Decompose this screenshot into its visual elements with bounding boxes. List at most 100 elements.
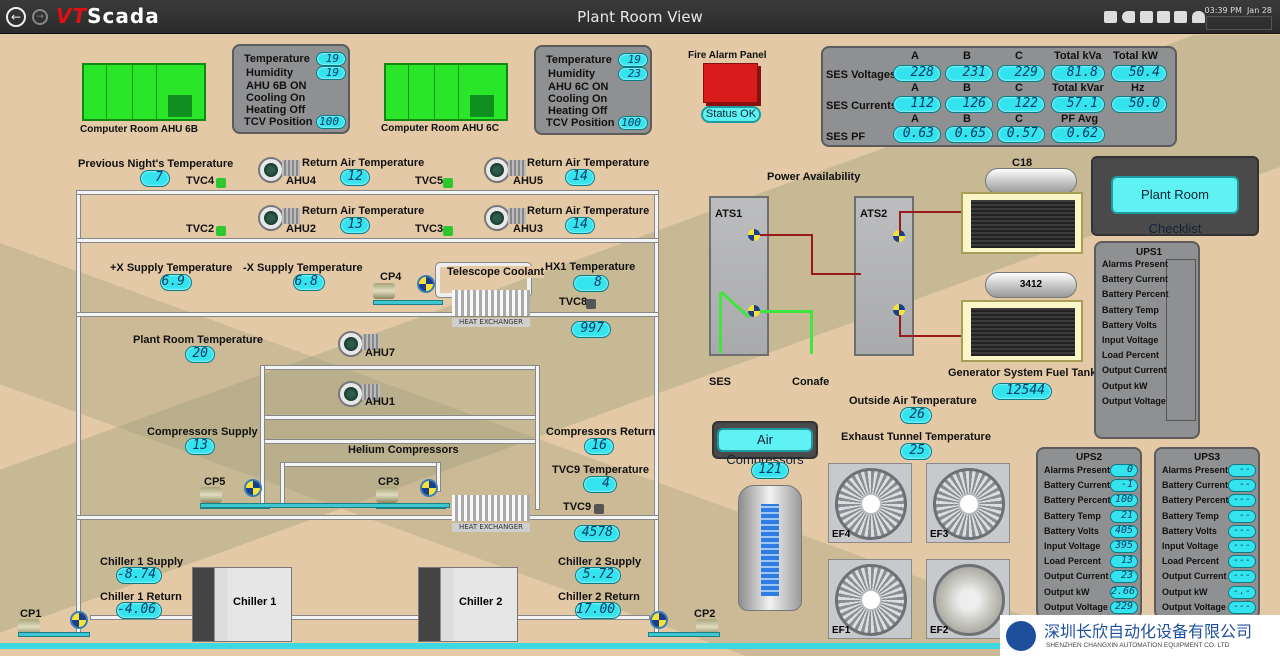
ahu5-fan[interactable] xyxy=(484,157,554,187)
col-a: A xyxy=(911,113,919,125)
generator-3412-tank: 3412 xyxy=(985,272,1077,298)
exhaust-fan-ef3[interactable]: EF3 xyxy=(926,463,1010,543)
forward-button[interactable]: → xyxy=(32,9,48,25)
fire-alarm-panel[interactable] xyxy=(703,63,758,103)
return-air-label: Return Air Temperature xyxy=(527,157,650,169)
back-button[interactable]: ← xyxy=(6,7,26,27)
total-kw-label: Total kW xyxy=(1113,50,1159,62)
ups3-title: UPS3 xyxy=(1194,452,1221,463)
pump-skid xyxy=(200,503,450,508)
ups1-value-area xyxy=(1166,259,1196,421)
generator-c18[interactable] xyxy=(961,192,1083,254)
chiller-2[interactable]: Chiller 2 xyxy=(418,567,518,642)
pipe xyxy=(260,365,540,370)
tvc2-label: TVC2 xyxy=(186,223,215,235)
ahu-6b-panel: Temperature 19 Humidity 19 AHU 6B ON Coo… xyxy=(232,44,350,134)
cp3-label: CP3 xyxy=(378,476,400,488)
heat-exchanger-2[interactable] xyxy=(452,495,530,521)
exhaust-fan-ef2[interactable]: EF2 xyxy=(926,559,1010,639)
list-icon[interactable] xyxy=(1157,11,1170,23)
ats2-breaker-bottom[interactable] xyxy=(893,304,905,316)
printer-icon[interactable] xyxy=(1174,11,1187,23)
plus-x-label: +X Supply Temperature xyxy=(110,262,233,274)
fuel-tank-value: 12544 xyxy=(992,383,1052,400)
ses-source-label: SES xyxy=(709,376,732,388)
ahu-6b-unit[interactable] xyxy=(82,63,206,121)
ses-pf-a: 0.63 xyxy=(893,126,941,143)
cp2-label: CP2 xyxy=(694,608,716,620)
fire-alarm-status: Status OK xyxy=(701,106,761,123)
ahu-6b-temperature: 19 xyxy=(316,52,346,66)
ups2-value: 405 xyxy=(1110,524,1138,538)
tvc5-valve[interactable] xyxy=(443,178,453,188)
cp4-pump[interactable] xyxy=(373,275,443,305)
outside-air-value: 26 xyxy=(900,407,932,424)
fuel-tank-label: Generator System Fuel Tank xyxy=(948,367,1097,379)
pf-avg-label: PF Avg xyxy=(1061,113,1099,125)
ats1-breaker-bottom[interactable] xyxy=(748,305,760,317)
ses-currents-label: SES Currents xyxy=(826,100,897,112)
ahu5-label: AHU5 xyxy=(513,175,543,187)
ahu4-label: AHU4 xyxy=(286,175,316,187)
ahu4-fan[interactable] xyxy=(258,157,328,187)
monitor-icon[interactable] xyxy=(1104,11,1117,23)
plus-x-value: 6.9 xyxy=(160,274,192,291)
ups-row-label: Output Current xyxy=(1044,571,1109,582)
tvc8-label: TVC8 xyxy=(559,296,588,308)
ahu-6c-temperature: 19 xyxy=(618,53,648,67)
ups-row-label: Alarms Present xyxy=(1102,259,1169,269)
ahu7-fan[interactable] xyxy=(338,331,408,361)
tvc2-valve[interactable] xyxy=(216,226,226,236)
ats2-breaker-top[interactable] xyxy=(893,230,905,242)
watermark-cn: 深圳长欣自动化设备有限公司 xyxy=(1044,622,1253,641)
ats1-breaker-top[interactable] xyxy=(748,229,760,241)
air-compressors-box: Air Compressors xyxy=(712,421,818,467)
ses-pf-c: 0.57 xyxy=(997,126,1045,143)
ups-row-label: Load Percent xyxy=(1044,556,1102,567)
exhaust-fan-ef4[interactable]: EF4 xyxy=(828,463,912,543)
tvc9-valve[interactable] xyxy=(594,504,604,514)
cp1-pump[interactable] xyxy=(18,607,90,637)
tvc8-valve[interactable] xyxy=(586,299,596,309)
tvc4-label: TVC4 xyxy=(186,175,215,187)
home-icon[interactable] xyxy=(1140,11,1153,23)
ats1-panel[interactable]: ATS1 xyxy=(709,196,769,356)
col-a: A xyxy=(911,82,919,94)
ahu2-fan[interactable] xyxy=(258,205,328,235)
tcv-label: TCV Position xyxy=(244,116,313,128)
cp2-pump[interactable] xyxy=(648,607,720,637)
temperature-label: Temperature xyxy=(546,54,612,66)
heat-exchanger-1[interactable] xyxy=(452,290,530,316)
ses-feed-line xyxy=(719,293,722,353)
ups3-value: -- xyxy=(1228,479,1256,493)
plant-room-canvas: Computer Room AHU 6B Temperature 19 Humi… xyxy=(0,35,1280,656)
ses-current-a: 112 xyxy=(893,96,941,113)
ahu-6c-label: Computer Room AHU 6C xyxy=(381,123,499,134)
air-compressors-button[interactable]: Air Compressors xyxy=(717,428,813,467)
return-air-label: Return Air Temperature xyxy=(302,205,425,217)
tvc4-valve[interactable] xyxy=(216,178,226,188)
ups-row-label: Input Voltage xyxy=(1162,541,1219,551)
air-receiver-tank[interactable] xyxy=(738,485,802,611)
generator-3412[interactable] xyxy=(961,300,1083,362)
comp-supply-value: 13 xyxy=(185,438,215,455)
ahu1-fan[interactable] xyxy=(338,381,408,411)
power-availability-label: Power Availability xyxy=(767,171,861,183)
ups2-value: 0 xyxy=(1110,464,1138,477)
ahu-6c-unit[interactable] xyxy=(384,63,508,121)
plant-room-checklist-button[interactable]: Plant Room Checklist xyxy=(1111,176,1239,236)
prev-night-value: 7 xyxy=(140,170,170,187)
ats2-panel[interactable]: ATS2 xyxy=(854,196,914,356)
ups3-value: --- xyxy=(1228,494,1256,508)
ahu-6b-heating: Heating Off xyxy=(246,104,306,116)
chiller-1[interactable]: Chiller 1 xyxy=(192,567,292,642)
ses-pf-label: SES PF xyxy=(826,131,866,143)
tvc3-valve[interactable] xyxy=(443,226,453,236)
humidity-label: Humidity xyxy=(246,67,294,79)
tag-icon[interactable] xyxy=(1122,11,1135,23)
ups-row-label: Output kW xyxy=(1162,586,1208,597)
alarm-bell-icon[interactable] xyxy=(1192,11,1205,23)
heat-exchanger-2-label: HEAT EXCHANGER xyxy=(452,523,530,532)
exhaust-fan-ef1[interactable]: EF1 xyxy=(828,559,912,639)
ahu3-fan[interactable] xyxy=(484,205,554,235)
